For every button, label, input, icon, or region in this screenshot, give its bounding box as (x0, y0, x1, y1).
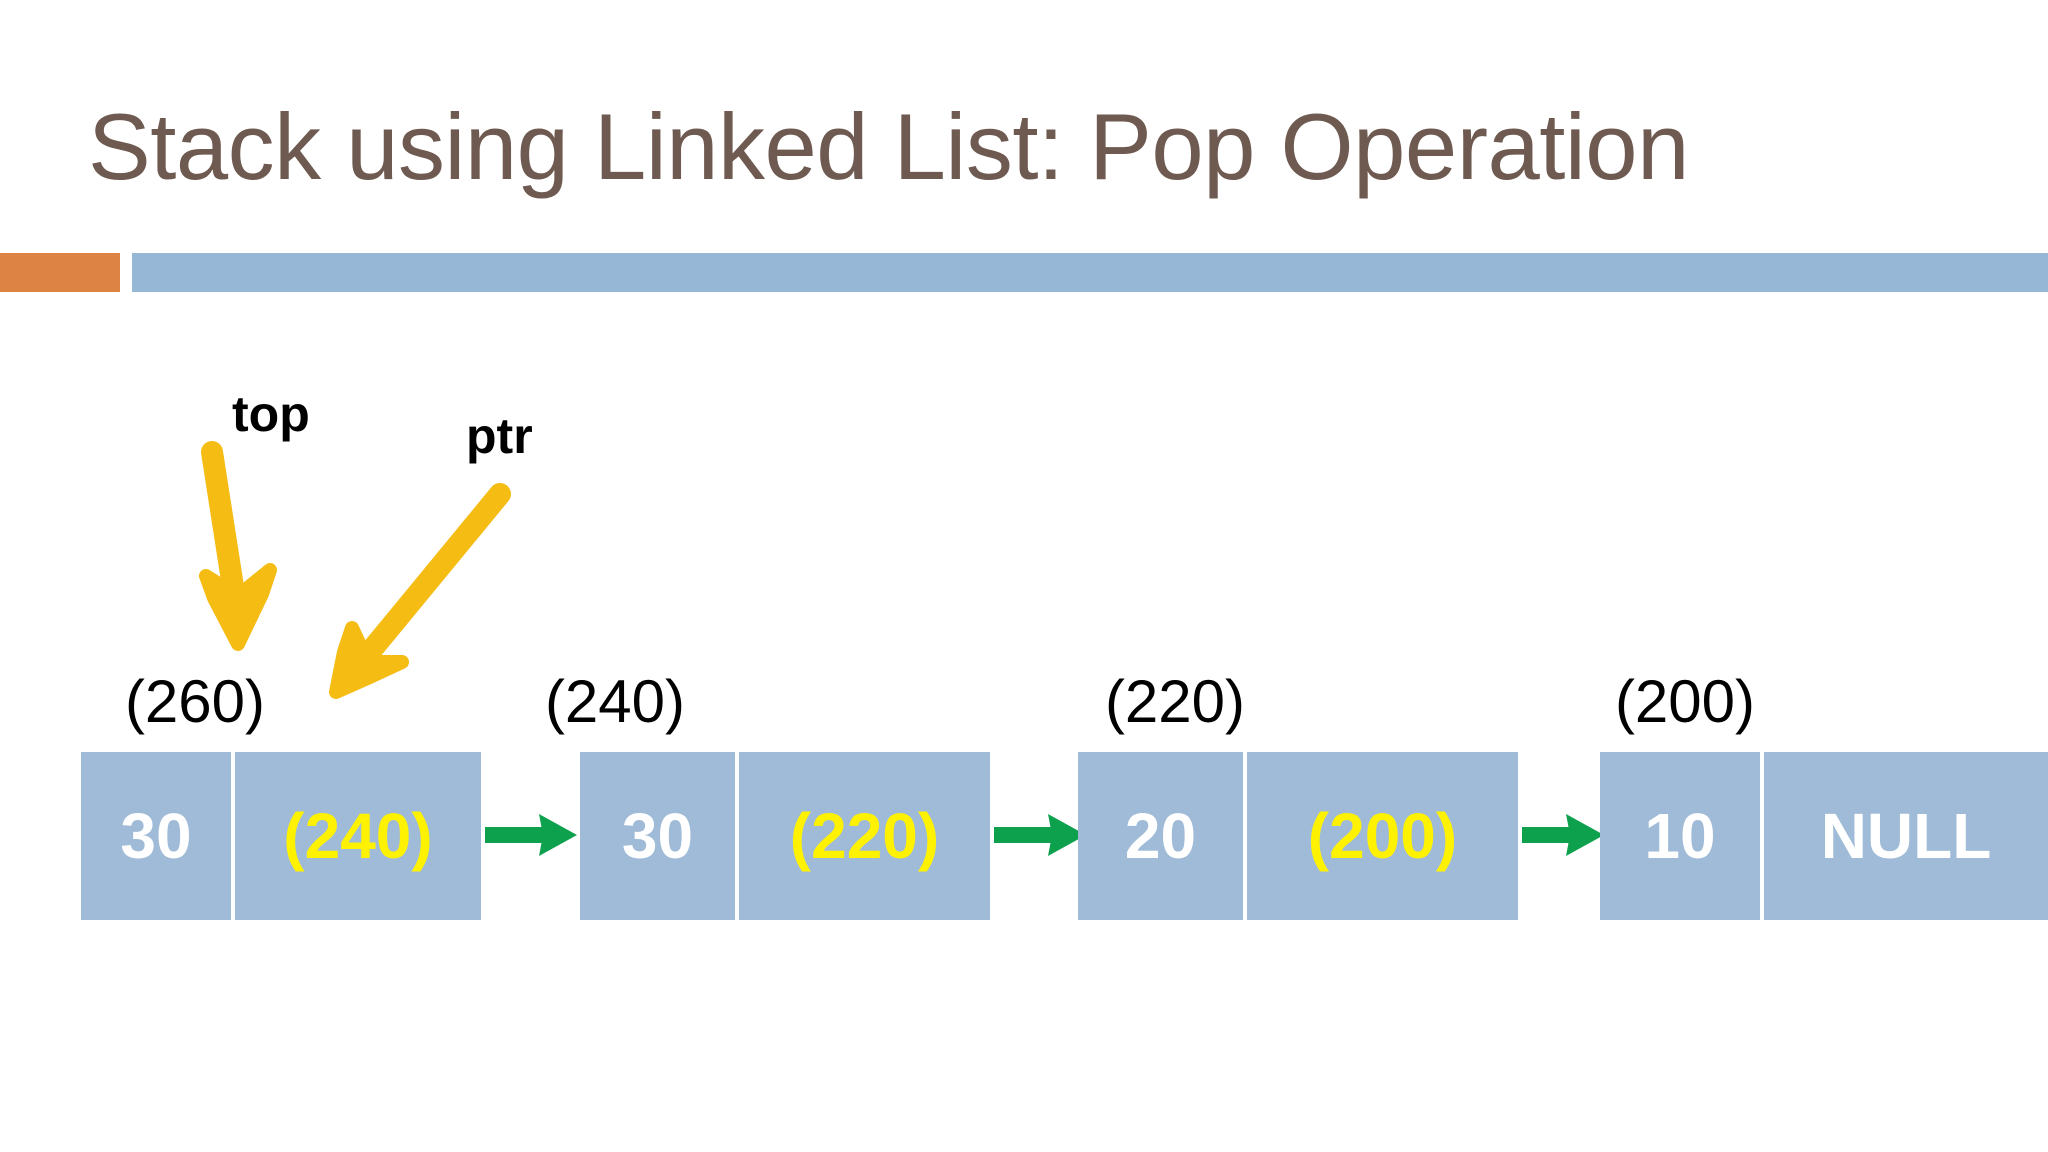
node-address-label-3: (200) (1614, 668, 1756, 735)
node-address-label-0: (260) (124, 668, 266, 735)
top-pointer-arrow-icon (199, 441, 277, 651)
link-arrow-icon-0 (485, 814, 577, 856)
title-accent-bar (0, 253, 120, 292)
node-data-cell-1: 30 (580, 752, 735, 920)
node-next-cell-0: (240) (231, 752, 481, 920)
node-next-cell-3: NULL (1760, 752, 2048, 920)
node-data-cell-2: 20 (1078, 752, 1243, 920)
title-divider-bar (132, 253, 2048, 292)
node-next-cell-1: (220) (735, 752, 990, 920)
node-next-cell-2: (200) (1243, 752, 1518, 920)
ptr-pointer-arrow-icon (329, 483, 511, 699)
list-node-0[interactable]: 30 (240) (81, 752, 481, 920)
node-data-cell-0: 30 (81, 752, 231, 920)
page-title: Stack using Linked List: Pop Operation (88, 94, 1689, 199)
list-node-3[interactable]: 10 NULL (1600, 752, 2048, 920)
pointer-label-top: top (232, 386, 310, 442)
link-arrow-icon-1 (994, 814, 1086, 856)
node-data-cell-3: 10 (1600, 752, 1760, 920)
node-address-label-1: (240) (544, 668, 686, 735)
link-arrow-icon-2 (1522, 814, 1604, 856)
node-address-label-2: (220) (1104, 668, 1246, 735)
pointer-label-ptr: ptr (466, 408, 533, 464)
list-node-2[interactable]: 20 (200) (1078, 752, 1518, 920)
list-node-1[interactable]: 30 (220) (580, 752, 990, 920)
